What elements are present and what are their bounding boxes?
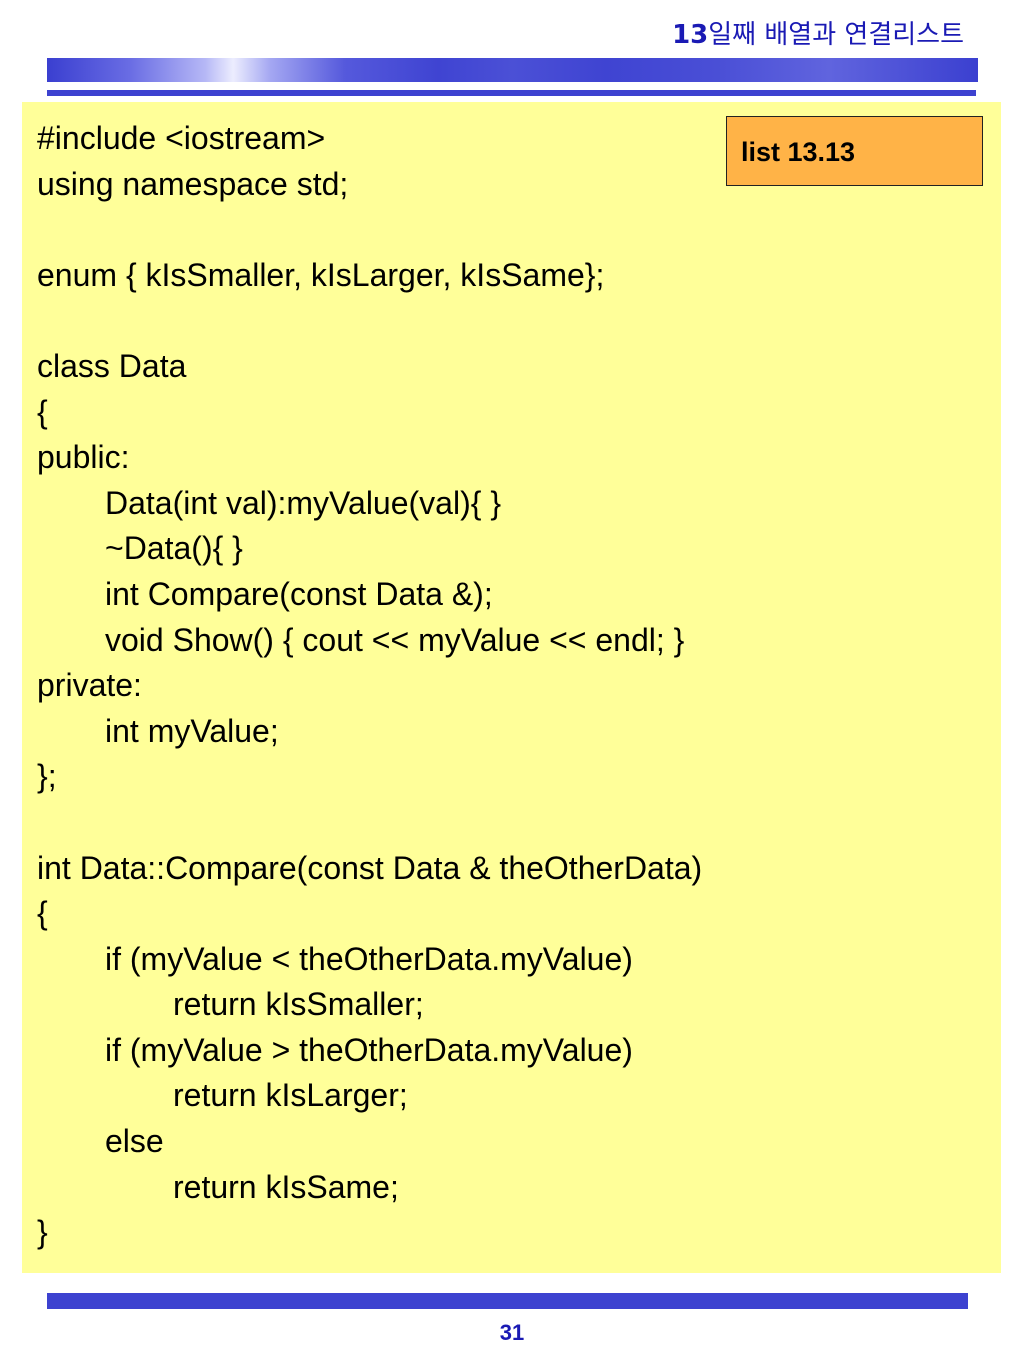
code-line: { — [37, 393, 48, 430]
header-divider — [47, 90, 976, 96]
code-line: int Compare(const Data &); — [105, 575, 493, 612]
code-line: return kIsSmaller; — [173, 986, 424, 1023]
page-number: 31 — [499, 1320, 525, 1345]
chapter-number: 13 — [672, 20, 709, 50]
code-line: } — [37, 1214, 48, 1251]
code-line: return kIsLarger; — [173, 1077, 408, 1114]
code-line: return kIsSame; — [173, 1168, 399, 1205]
code-line: class Data — [37, 347, 187, 384]
code-line: Data(int val):myValue(val){ } — [105, 484, 501, 521]
footer-divider — [47, 1293, 968, 1309]
code-line: { — [37, 895, 48, 932]
code-line: if (myValue < theOtherData.myValue) — [105, 940, 633, 977]
code-line: enum { kIsSmaller, kIsLarger, kIsSame}; — [37, 256, 605, 293]
chapter-title-text: 일째 배열과 연결리스트 — [708, 20, 964, 50]
code-line — [37, 298, 702, 344]
header-banner — [47, 58, 978, 82]
code-line: public: — [37, 439, 130, 476]
listing-label: list 13.13 — [726, 116, 983, 186]
code-line: if (myValue > theOtherData.myValue) — [105, 1031, 633, 1068]
code-line — [37, 207, 702, 253]
chapter-title: 13일째 배열과 연결리스트 — [672, 14, 964, 51]
code-line: else — [105, 1123, 164, 1160]
code-line: }; — [37, 758, 57, 795]
code-line: int Data::Compare(const Data & theOtherD… — [37, 849, 703, 886]
code-line: int myValue; — [105, 712, 279, 749]
code-listing: #include <iostream> using namespace std; e… — [37, 116, 702, 1256]
code-line: private: — [37, 667, 142, 704]
code-line: ~Data(){ } — [105, 530, 243, 567]
code-line: #include <iostream> — [37, 120, 326, 156]
code-line — [37, 800, 702, 846]
code-line: using namespace std; — [37, 165, 349, 202]
code-line: void Show() { cout << myValue << endl; } — [105, 621, 685, 658]
code-panel: #include <iostream> using namespace std; e… — [22, 102, 1001, 1273]
